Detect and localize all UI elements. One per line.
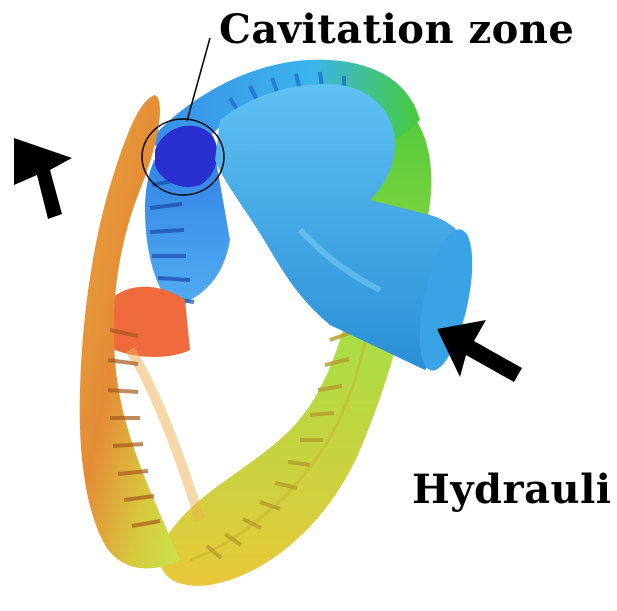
arrow-up-left-icon xyxy=(14,138,72,219)
transition-band xyxy=(105,287,190,357)
hydraulic-label: Hydrauli xyxy=(412,466,611,513)
arrow-inlet-icon xyxy=(437,320,522,382)
cavitation-zone-label: Cavitation zone xyxy=(219,6,574,53)
